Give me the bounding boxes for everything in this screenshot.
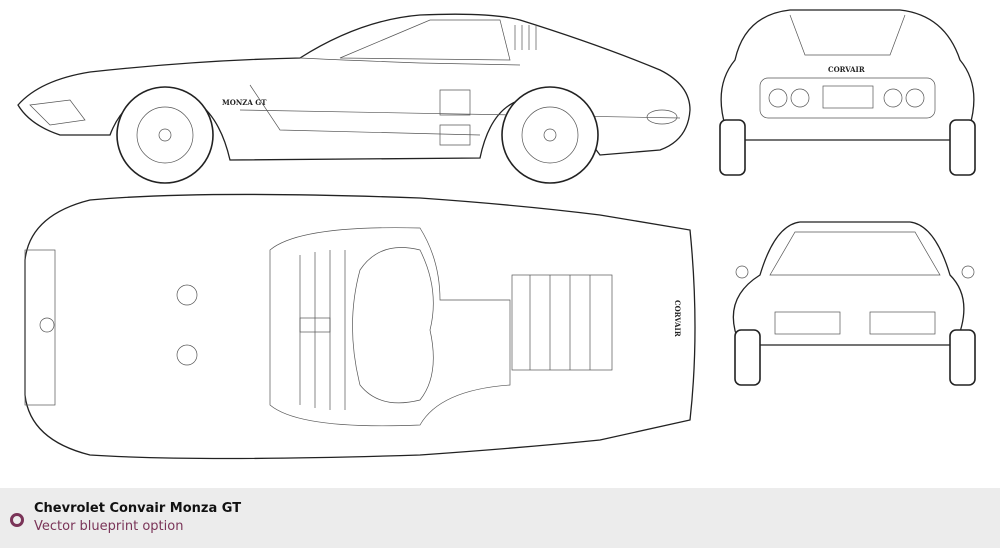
caption-subtitle[interactable]: Vector blueprint option: [34, 519, 184, 534]
top-badge: CORVAIR: [673, 300, 682, 337]
rear-view: CORVAIR: [719, 9, 976, 176]
side-view: MONZA GT: [17, 13, 691, 184]
side-badge: MONZA GT: [222, 98, 267, 107]
top-view: CORVAIR: [24, 193, 696, 460]
rear-badge: CORVAIR: [828, 65, 865, 74]
caption-title: Chevrolet Convair Monza GT: [34, 501, 242, 516]
car-blueprint-drawing: MONZA GT CORVAIR CORVAIR: [17, 9, 976, 460]
bullet-ring-icon: [10, 513, 24, 527]
caption-bar: [0, 488, 1000, 548]
front-view: [732, 221, 976, 386]
